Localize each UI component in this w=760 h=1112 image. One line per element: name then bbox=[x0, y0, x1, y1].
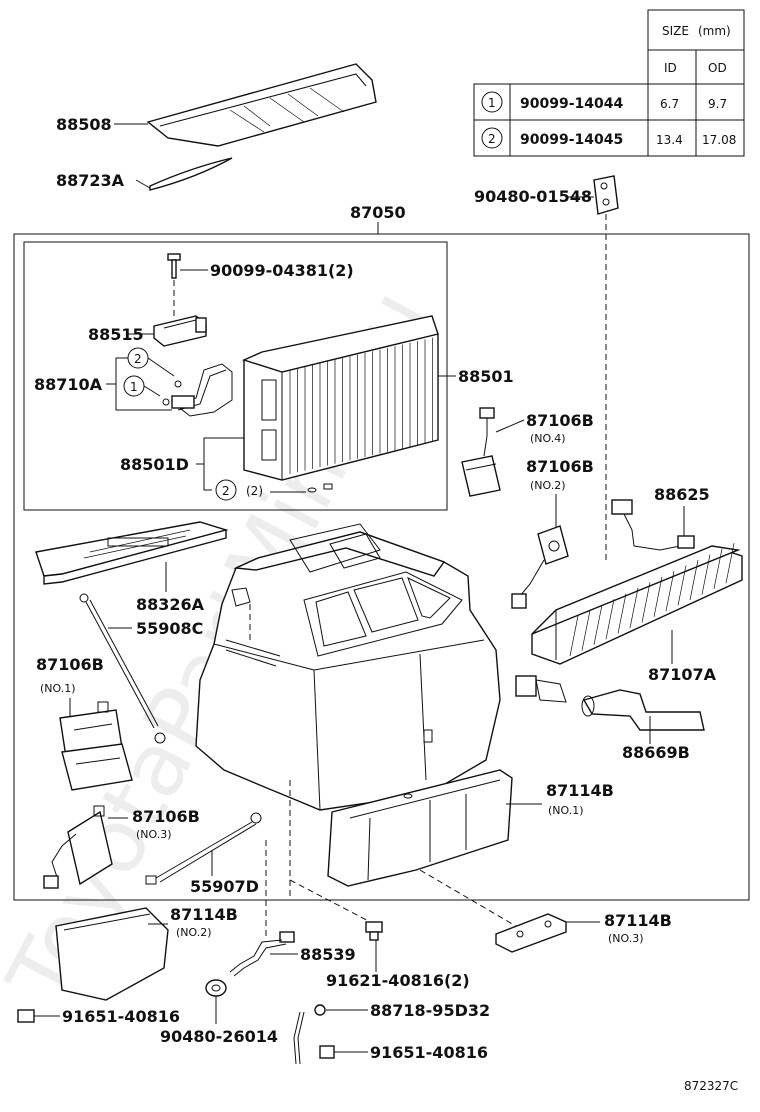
label-87106B-no3-sub: (NO.3) bbox=[136, 828, 172, 841]
label-88501D: 88501D bbox=[120, 455, 189, 474]
table-row-od: 9.7 bbox=[708, 97, 727, 111]
label-87106B-no2: 87106B bbox=[526, 457, 594, 476]
label-88723A: 88723A bbox=[56, 171, 125, 190]
table-row-id: 6.7 bbox=[660, 97, 679, 111]
table-row-od: 17.08 bbox=[702, 133, 736, 147]
label-55908C: 55908C bbox=[136, 619, 203, 638]
label-91651-40816-right: 91651-40816 bbox=[370, 1043, 488, 1062]
ref-circle-2: 2 bbox=[134, 352, 142, 366]
table-row-id: 13.4 bbox=[656, 133, 683, 147]
actuator-87106B-no1 bbox=[59, 701, 133, 791]
label-88508: 88508 bbox=[56, 115, 112, 134]
label-87114B-no1: 87114B bbox=[546, 781, 614, 800]
plate-90480-01548 bbox=[593, 175, 619, 215]
ref-circle-1: 1 bbox=[130, 380, 138, 394]
resistor-87106B-no4 bbox=[461, 407, 501, 497]
label-87114B-no2-sub: (NO.2) bbox=[176, 926, 212, 939]
table-row-part: 90099-14045 bbox=[520, 132, 623, 148]
ref-circle-2-b: 2 bbox=[222, 484, 230, 498]
duct-87114B-no1 bbox=[327, 769, 513, 887]
label-87106B-no4-sub: (NO.4) bbox=[530, 432, 566, 445]
label-87114B-no2: 87114B bbox=[170, 905, 238, 924]
label-88501: 88501 bbox=[458, 367, 514, 386]
assembly-frame-87050 bbox=[13, 233, 750, 901]
bolt-91651-40816-right bbox=[319, 1045, 335, 1059]
col-od: OD bbox=[708, 61, 727, 75]
louver-88326A bbox=[35, 521, 229, 585]
size-unit: (mm) bbox=[698, 24, 731, 38]
table-row-ref: 2 bbox=[488, 132, 496, 146]
rod-55907D bbox=[145, 812, 262, 885]
label-87106B-no3: 87106B bbox=[132, 807, 200, 826]
valve-88515 bbox=[153, 315, 207, 347]
label-88326A: 88326A bbox=[136, 595, 205, 614]
label-87107A: 87107A bbox=[648, 665, 717, 684]
label-88539: 88539 bbox=[300, 945, 356, 964]
label-88515: 88515 bbox=[88, 325, 144, 344]
label-91651-40816-left: 91651-40816 bbox=[62, 1007, 180, 1026]
bolt-91651-40816-left bbox=[17, 1009, 46, 1023]
label-87050: 87050 bbox=[350, 203, 406, 222]
rod-55908C bbox=[79, 593, 166, 744]
circle-2-quantity: (2) bbox=[246, 484, 263, 498]
label-87106B-no2-sub: (NO.2) bbox=[530, 479, 566, 492]
hose-88539 bbox=[229, 931, 295, 977]
tube-88710A bbox=[162, 363, 233, 417]
label-90099-04381: 90099-04381(2) bbox=[210, 261, 354, 280]
sensor-88625 bbox=[611, 499, 695, 551]
actuator-87106B-no3 bbox=[43, 805, 113, 889]
label-87114B-no1-sub: (NO.1) bbox=[548, 804, 584, 817]
label-88625: 88625 bbox=[654, 485, 710, 504]
label-90480-26014: 90480-26014 bbox=[160, 1027, 278, 1046]
evaporator-88501 bbox=[242, 315, 439, 481]
bracket-88718-95D32 bbox=[293, 1004, 326, 1065]
table-row-ref: 1 bbox=[488, 96, 496, 110]
bolt-90099-04381 bbox=[167, 253, 181, 316]
bracket-87114B-no3 bbox=[495, 913, 567, 953]
diagram-code: 872327C bbox=[684, 1079, 738, 1093]
hvac-case bbox=[195, 523, 501, 811]
label-87114B-no3-sub: (NO.3) bbox=[608, 932, 644, 945]
heater-core-87107A bbox=[531, 543, 743, 665]
label-91621-40816: 91621-40816(2) bbox=[326, 971, 470, 990]
label-88710A: 88710A bbox=[34, 375, 103, 394]
label-87106B-no1-sub: (NO.1) bbox=[40, 682, 76, 695]
label-87106B-no4: 87106B bbox=[526, 411, 594, 430]
duct-88669B bbox=[515, 675, 705, 731]
actuator-87106B-no2 bbox=[511, 525, 569, 609]
table-row-part: 90099-14044 bbox=[520, 96, 623, 112]
label-88669B: 88669B bbox=[622, 743, 690, 762]
col-id: ID bbox=[664, 61, 677, 75]
label-90480-01548: 90480-01548 bbox=[474, 187, 592, 206]
label-88718-95D32: 88718-95D32 bbox=[370, 1001, 490, 1020]
grommet-90480-26014 bbox=[205, 979, 227, 997]
filter-88508 bbox=[146, 63, 377, 147]
bolt-91621-40816 bbox=[365, 921, 383, 941]
duct-87114B-no2 bbox=[55, 907, 169, 1001]
label-55907D: 55907D bbox=[190, 877, 259, 896]
size-table: SIZE (mm) ID OD 1 90099-14044 6.7 9.7 2 … bbox=[473, 9, 745, 157]
size-header: SIZE bbox=[662, 24, 689, 38]
label-87106B-no1: 87106B bbox=[36, 655, 104, 674]
gasket-88723A bbox=[149, 157, 233, 191]
label-87114B-no3: 87114B bbox=[604, 911, 672, 930]
